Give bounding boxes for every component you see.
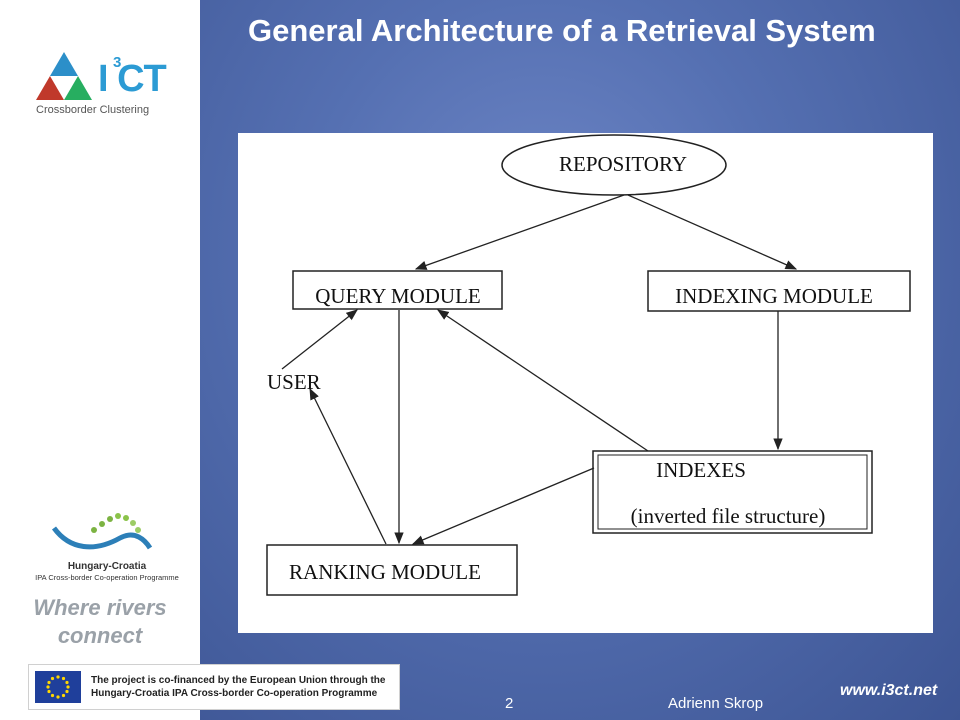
indexing-module-label: INDEXING MODULE (675, 284, 873, 308)
eu-text-line2: Hungary-Croatia IPA Cross-border Co-oper… (91, 688, 378, 699)
user-label: USER (267, 370, 321, 394)
page-number: 2 (505, 695, 514, 712)
author-name: Adrienn Skrop (668, 695, 764, 712)
indexes-label: INDEXES (656, 458, 746, 482)
program-subtitle: IPA Cross-border Co-operation Programme (35, 573, 179, 582)
architecture-diagram: REPOSITORY QUERY MODULE INDEXING MODULE … (238, 133, 933, 633)
eu-flag-icon (35, 671, 81, 703)
query-module-node (292, 270, 503, 310)
river-emblem-icon (51, 513, 153, 550)
sidebar: I CT 3 Crossborder Clustering Hungary-Cr… (0, 0, 200, 720)
slide-title: General Architecture of a Retrieval Syst… (248, 13, 876, 48)
indexes-node (592, 450, 873, 534)
eu-funding-banner: The project is co-financed by the Europe… (28, 664, 400, 710)
edge-repository-indexing (627, 194, 798, 270)
logo-word: I CT (98, 58, 167, 100)
hungary-croatia-logo (50, 510, 160, 560)
edge-indexes-query (437, 309, 649, 452)
i3ct-emblem-icon (36, 52, 92, 100)
repository-label: REPOSITORY (559, 152, 687, 176)
query-module-label: QUERY MODULE (315, 284, 480, 308)
ranking-module-node (266, 544, 518, 596)
i3ct-logo (30, 48, 180, 128)
eu-funding-text: The project is co-financed by the Europe… (91, 674, 385, 700)
diagram-svg: REPOSITORY QUERY MODULE INDEXING MODULE … (266, 134, 911, 596)
edge-ranking-user (309, 387, 387, 545)
website-url[interactable]: www.i3ct.net (840, 682, 938, 699)
repository-node (501, 134, 727, 196)
tagline: Where rivers connect (33, 595, 167, 648)
indexes-node-inner (597, 454, 868, 530)
edge-indexes-ranking (411, 467, 595, 545)
logo-superscript: 3 (113, 54, 122, 71)
ranking-module-label: RANKING MODULE (289, 560, 481, 584)
indexes-sub-label: (inverted file structure) (631, 504, 826, 528)
edge-repository-query (414, 194, 625, 270)
edge-user-query (281, 309, 358, 370)
program-title: Hungary-Croatia (67, 561, 147, 572)
indexing-module-node (647, 270, 911, 312)
logo-subtitle: Crossborder Clustering (36, 104, 150, 116)
eu-text-line1: The project is co-financed by the Europe… (91, 675, 386, 686)
